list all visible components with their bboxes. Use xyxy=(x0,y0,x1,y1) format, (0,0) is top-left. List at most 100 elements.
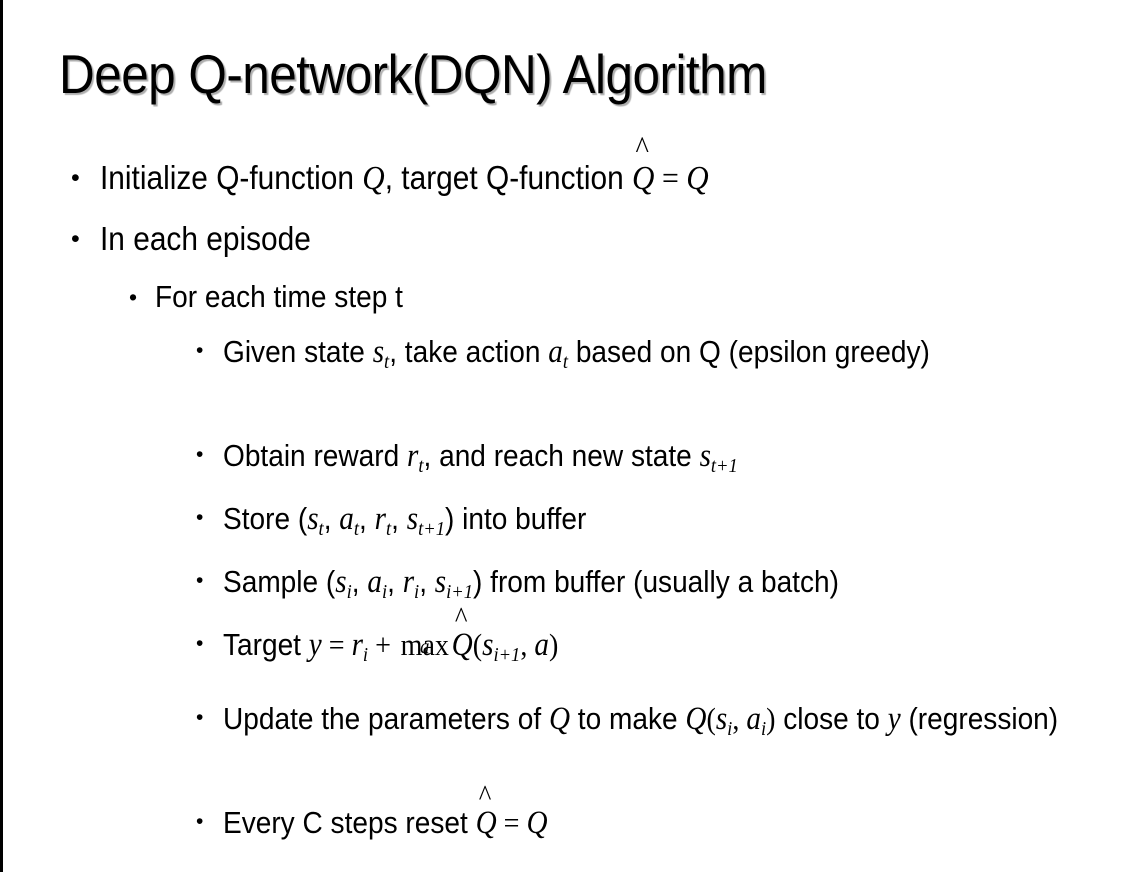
math-term-r-t: rt xyxy=(407,437,424,477)
math-var-a: a xyxy=(534,626,549,663)
math-var-q: Q xyxy=(362,159,385,197)
math-max-subscript: a xyxy=(420,636,430,659)
math-var-q: Q xyxy=(526,804,548,841)
list-item-text: Obtain reward rt, and reach new state st… xyxy=(223,429,1101,492)
math-sub-i: i xyxy=(346,581,352,604)
math-var-r: r xyxy=(407,437,419,473)
math-var-qhat-base: Q xyxy=(632,159,655,197)
text-fragment: Update the parameters of xyxy=(223,701,549,737)
math-term-s-i1: si+1 xyxy=(482,626,520,666)
bullet-marker-icon: • xyxy=(71,225,80,253)
list-item: • Update the parameters of Q to make Q(s… xyxy=(3,692,1124,796)
math-sub-t: t xyxy=(385,518,392,541)
math-var-y: y xyxy=(308,626,322,663)
math-sub-t: t xyxy=(418,455,424,478)
math-var-qhat-base: Q xyxy=(451,626,473,663)
math-var-a: a xyxy=(367,563,382,600)
math-sub-i: i xyxy=(414,581,420,604)
math-var-s: s xyxy=(372,333,385,369)
list-item: • Given state st, take action at based o… xyxy=(3,325,1124,429)
text-fragment: based on Q (epsilon greedy) xyxy=(568,334,930,369)
math-comma: , xyxy=(520,627,535,663)
math-comma: , xyxy=(732,701,747,737)
list-item: • In each episode xyxy=(3,209,1124,269)
math-var-q-hat: ^Q xyxy=(632,132,655,208)
list-item-text: For each time step t xyxy=(155,279,403,314)
text-fragment: , xyxy=(419,564,435,600)
math-sub-t: t xyxy=(318,518,324,541)
hat-accent-icon: ^ xyxy=(454,601,468,634)
bullet-marker-icon: • xyxy=(196,706,204,730)
text-fragment: , target Q-function xyxy=(384,159,633,196)
math-paren-open: ( xyxy=(706,701,716,737)
math-var-q2: Q xyxy=(685,700,707,737)
math-term-s-t1: st+1 xyxy=(406,500,445,540)
text-fragment: , xyxy=(323,501,340,537)
math-paren-close: ) xyxy=(766,701,776,737)
hat-accent-icon: ^ xyxy=(635,130,649,166)
math-sub-t-plus-1: t+1 xyxy=(710,455,738,478)
math-term-r-t: rt xyxy=(374,500,392,540)
list-item: • Store (st, at, rt, st+1) into buffer xyxy=(3,492,1124,555)
math-var-s: s xyxy=(715,700,728,737)
math-term-r-i: ri xyxy=(351,626,369,666)
math-var-s: s xyxy=(406,500,419,537)
bullet-marker-icon: • xyxy=(196,632,204,656)
list-item-text: Store (st, at, rt, st+1) into buffer xyxy=(223,492,1101,555)
math-sub-t-plus-1: t+1 xyxy=(418,518,445,541)
text-fragment: , xyxy=(387,564,403,600)
math-term-s-i1: si+1 xyxy=(435,563,473,603)
math-equals: = xyxy=(321,627,352,663)
text-fragment: , xyxy=(391,501,407,537)
list-item-text: Update the parameters of Q to make Q(si,… xyxy=(223,692,1101,755)
math-var-y: y xyxy=(887,700,901,737)
text-fragment: Sample ( xyxy=(223,564,336,600)
math-var-s: s xyxy=(335,563,347,600)
text-fragment: , take action xyxy=(389,334,549,369)
list-item: • Every C steps reset ^Q = Q xyxy=(3,781,1124,856)
math-term-a-t: at xyxy=(548,333,568,373)
math-var-s: s xyxy=(307,500,319,537)
text-fragment: Target xyxy=(223,627,309,663)
text-fragment: , and reach new state xyxy=(423,438,700,473)
math-var-a: a xyxy=(746,700,761,737)
list-item-text: In each episode xyxy=(100,220,311,257)
bullet-marker-icon: • xyxy=(196,339,204,362)
math-var-s: s xyxy=(699,437,711,473)
math-var-a: a xyxy=(339,500,354,537)
text-fragment: Given state xyxy=(223,334,373,369)
math-sub-i-plus-1: i+1 xyxy=(493,644,521,667)
math-var-r: r xyxy=(351,626,363,663)
math-term-a-t: at xyxy=(339,500,359,540)
math-sub-t: t xyxy=(384,351,390,374)
math-var-qhat-base: Q xyxy=(475,804,497,841)
math-sub-i: i xyxy=(362,644,369,667)
math-sub-i: i xyxy=(760,718,767,741)
text-fragment: Every C steps reset xyxy=(223,805,476,841)
math-term-r-i: ri xyxy=(402,563,420,603)
math-var-r: r xyxy=(402,563,415,600)
list-item: • Obtain reward rt, and reach new state … xyxy=(3,429,1124,492)
math-term-s-t: st xyxy=(372,333,390,373)
math-term-a-i: ai xyxy=(367,563,387,603)
text-fragment: close to xyxy=(775,701,888,737)
text-fragment: , xyxy=(351,564,368,600)
math-sub-i: i xyxy=(727,718,733,741)
math-var-q: Q xyxy=(548,700,571,737)
math-var-a: a xyxy=(548,333,563,369)
math-sub-i: i xyxy=(381,581,388,604)
list-item-text: Sample (si, ai, ri, si+1) from buffer (u… xyxy=(223,555,1101,618)
bullet-marker-icon: • xyxy=(71,164,80,192)
hat-accent-icon: ^ xyxy=(478,779,492,812)
math-term-s-i: si xyxy=(335,563,352,603)
text-fragment: to make xyxy=(570,701,686,737)
math-var-r: r xyxy=(374,500,386,537)
bullet-marker-icon: • xyxy=(196,443,204,466)
math-sub-i-plus-1: i+1 xyxy=(446,581,474,604)
list-item-text: Initialize Q-function Q, target Q-functi… xyxy=(100,132,1096,209)
text-fragment: , xyxy=(359,501,375,537)
